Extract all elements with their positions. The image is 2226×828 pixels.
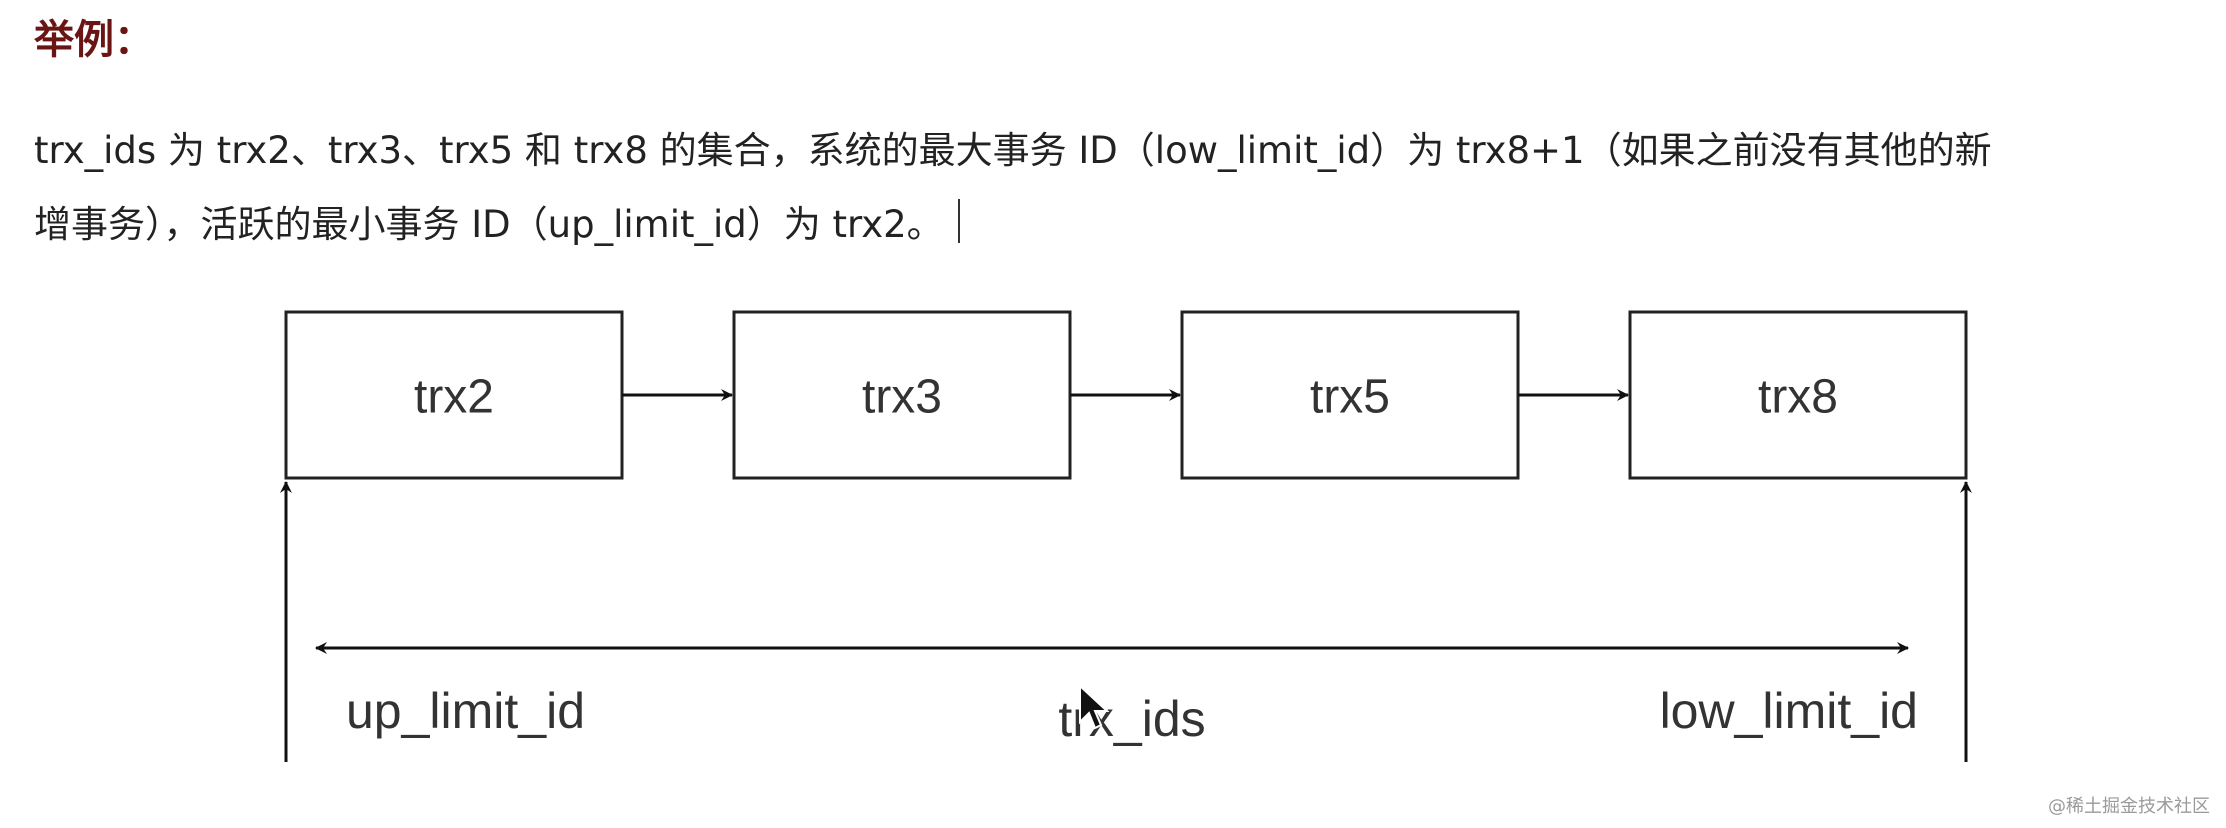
label-up-limit-id: up_limit_id [346, 683, 585, 739]
box-trx8: trx8 [1628, 310, 1968, 480]
box-label-trx5: trx5 [1310, 371, 1390, 424]
label-low-limit-id: low_limit_id [1660, 683, 1918, 739]
box-label-trx3: trx3 [862, 371, 942, 424]
paragraph-line-2: 增事务），活跃的最小事务 ID（up_limit_id）为 trx2。 [34, 203, 944, 246]
box-trx5: trx5 [1180, 310, 1520, 480]
watermark: @稀土掘金技术社区 [2048, 796, 2210, 817]
box-label-trx2: trx2 [414, 371, 494, 424]
paragraph-line-1: trx_ids 为 trx2、trx3、trx5 和 trx8 的集合，系统的最… [34, 129, 1992, 172]
explanation-paragraph: trx_ids 为 trx2、trx3、trx5 和 trx8 的集合，系统的最… [34, 114, 2214, 262]
box-trx3: trx3 [732, 310, 1072, 480]
example-heading: 举例： [34, 17, 154, 63]
text-cursor [957, 199, 960, 243]
box-trx2: trx2 [284, 310, 624, 480]
box-label-trx8: trx8 [1758, 371, 1838, 424]
mouse-pointer-icon [1079, 684, 1110, 730]
